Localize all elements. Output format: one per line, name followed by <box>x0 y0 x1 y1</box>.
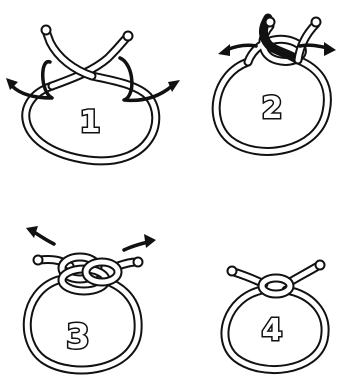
step-1-left-arrow <box>6 62 52 98</box>
step-4-number: 4 <box>262 313 283 348</box>
step-1-number: 1 <box>80 105 101 140</box>
step-2-loop <box>216 18 327 152</box>
step-1: 1 <box>6 26 180 161</box>
step-2: 2 <box>216 18 336 152</box>
step-3-left-arrow <box>26 226 54 244</box>
step-2-number: 2 <box>262 91 283 126</box>
step-3: 3 <box>26 226 156 370</box>
step-3-number: 3 <box>66 317 90 357</box>
step-4: 4 <box>225 261 325 370</box>
step-3-right-arrow <box>124 234 156 250</box>
